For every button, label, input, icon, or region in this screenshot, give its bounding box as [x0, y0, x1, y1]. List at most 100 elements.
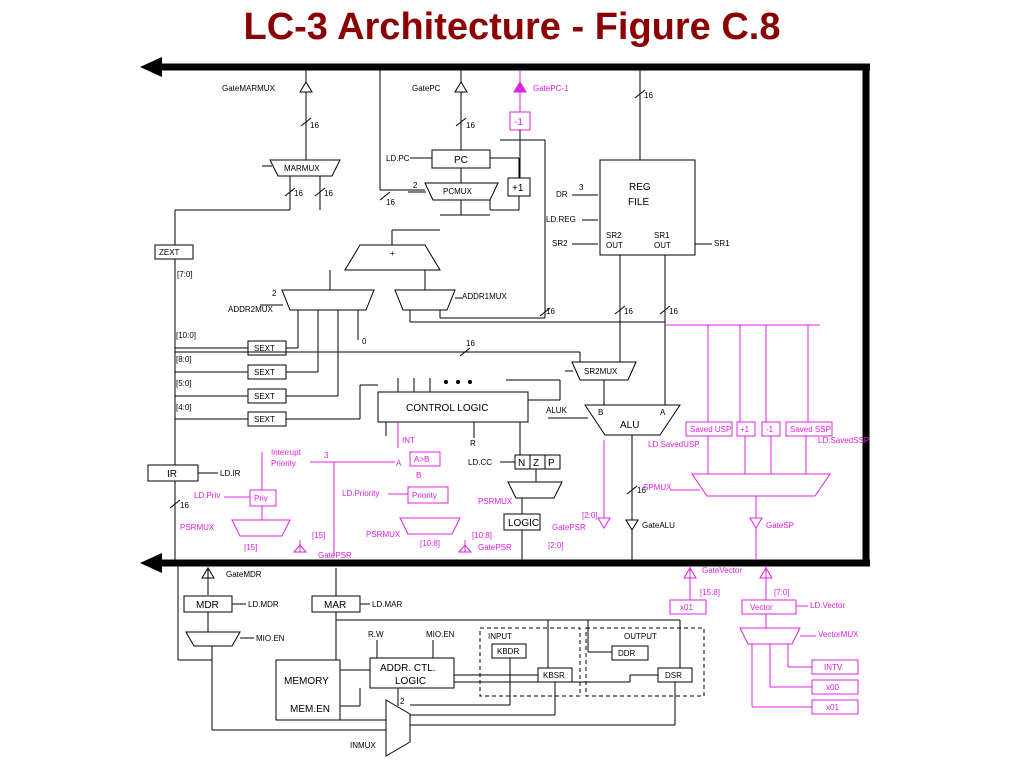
control-logic: CONTROL LOGIC — [377, 378, 561, 436]
vector-mux — [739, 627, 801, 645]
svg-text:-1: -1 — [766, 425, 774, 434]
svg-text:GateMDR: GateMDR — [226, 570, 262, 579]
pc-register: LD.PC PC +1 — [386, 149, 531, 197]
sext-units: ZEXT [7:0] [10:0] SEXT [8:0] SEXT [5:0] … — [154, 244, 580, 520]
vector-box — [741, 599, 797, 615]
svg-text:16: 16 — [180, 501, 189, 510]
svg-text:LD.Priv: LD.Priv — [194, 491, 220, 500]
svg-text:MARMUX: MARMUX — [284, 164, 320, 173]
priority-box — [407, 486, 449, 504]
gate-pc-1-label: GatePC-1 — [533, 84, 569, 93]
addr1mux: ADDR1MUX 16 — [394, 139, 665, 323]
svg-text:ADDR2MUX: ADDR2MUX — [228, 305, 274, 314]
svg-text:Saved USP: Saved USP — [690, 425, 731, 434]
svg-text:MEM.EN: MEM.EN — [290, 704, 330, 715]
svg-text:0: 0 — [362, 337, 367, 346]
svg-text:MIO.EN: MIO.EN — [256, 634, 285, 643]
svg-text:SEXT: SEXT — [254, 368, 275, 377]
saved-ssp-box — [785, 421, 833, 437]
svg-text:VectorMUX: VectorMUX — [818, 630, 859, 639]
svg-text:SR1: SR1 — [654, 231, 670, 240]
svg-text:SR1: SR1 — [714, 239, 730, 248]
svg-text:[15]: [15] — [312, 531, 325, 540]
svg-text:16: 16 — [644, 91, 653, 100]
svg-text:P: P — [548, 458, 555, 469]
svg-text:ALU: ALU — [620, 420, 639, 431]
priv-box — [249, 489, 277, 507]
svg-text:N: N — [518, 458, 525, 469]
svg-text:PSRMUX: PSRMUX — [180, 523, 215, 532]
svg-text:16: 16 — [466, 339, 475, 348]
gate-pc: GatePC 16 — [412, 70, 475, 150]
svg-text:ADDR. CTL.: ADDR. CTL. — [380, 663, 436, 674]
svg-text:[7:0]: [7:0] — [774, 588, 790, 597]
svg-text:LOGIC: LOGIC — [508, 518, 539, 529]
svg-text:GateVector: GateVector — [702, 566, 742, 575]
svg-text:[10:0]: [10:0] — [176, 331, 196, 340]
svg-text:[2:0]: [2:0] — [582, 511, 598, 520]
svg-text:OUTPUT: OUTPUT — [624, 632, 657, 641]
svg-text:Saved SSP: Saved SSP — [790, 425, 831, 434]
svg-text:LD.MAR: LD.MAR — [372, 600, 402, 609]
svg-text:SR2MUX: SR2MUX — [584, 367, 618, 376]
gate-marmux: GateMARMUX 16 — [222, 70, 319, 160]
svg-text:A: A — [396, 459, 402, 468]
svg-text:GateSP: GateSP — [766, 521, 794, 530]
saved-usp-box — [685, 421, 733, 437]
svg-text:SR2: SR2 — [552, 239, 568, 248]
reg-file-input: 16 — [634, 70, 653, 160]
svg-text:[15:8]: [15:8] — [700, 588, 720, 597]
psrmux-left — [231, 519, 291, 537]
svg-text:SR2: SR2 — [606, 231, 622, 240]
pcmux: PCMUX 2 16 — [379, 181, 520, 216]
svg-text:ALUK: ALUK — [546, 406, 568, 415]
bus-arrow-bottom — [140, 553, 162, 573]
mdr-mux — [185, 631, 241, 647]
svg-text:OUT: OUT — [606, 241, 623, 250]
svg-text:CONTROL LOGIC: CONTROL LOGIC — [406, 403, 488, 414]
svg-text:MAR: MAR — [324, 600, 346, 611]
svg-text:16: 16 — [624, 307, 633, 316]
svg-text:LD.Priority: LD.Priority — [342, 489, 379, 498]
svg-text:ADDR1MUX: ADDR1MUX — [462, 292, 508, 301]
svg-text:x00: x00 — [826, 683, 839, 692]
svg-text:SEXT: SEXT — [254, 415, 275, 424]
svg-text:+1: +1 — [740, 425, 750, 434]
svg-text:16: 16 — [310, 121, 319, 130]
svg-text:OUT: OUT — [654, 241, 671, 250]
svg-text:[5:0]: [5:0] — [176, 379, 192, 388]
svg-text:B: B — [416, 471, 421, 480]
svg-text:GatePSR: GatePSR — [552, 523, 586, 532]
zext-box — [154, 244, 194, 260]
svg-text:x01: x01 — [826, 703, 839, 712]
svg-text:GateALU: GateALU — [642, 521, 675, 530]
svg-text:[10:8]: [10:8] — [420, 539, 440, 548]
io-devices: INPUT OUTPUT KBDR KBSR DDR DSR — [410, 619, 705, 726]
memory-section: GateMDR MDR LD.MDR MAR LD.MAR MIO.EN MEM… — [177, 560, 470, 757]
svg-text:[7:0]: [7:0] — [177, 270, 193, 279]
ddr-box — [611, 645, 649, 661]
inmux — [385, 699, 411, 757]
svg-text:A: A — [660, 408, 666, 417]
svg-text:INMUX: INMUX — [350, 741, 376, 750]
svg-text:DR: DR — [556, 190, 568, 199]
svg-text:A>B: A>B — [414, 455, 429, 464]
svg-text:[15]: [15] — [244, 543, 257, 552]
svg-text:FILE: FILE — [628, 197, 649, 208]
addr-ctl-logic-box — [369, 657, 455, 689]
svg-text:REG: REG — [629, 182, 651, 193]
svg-text:B: B — [598, 408, 603, 417]
marmux: MARMUX 16 16 — [174, 159, 341, 245]
svg-text:16: 16 — [466, 121, 475, 130]
svg-text:INTV: INTV — [824, 663, 843, 672]
svg-text:LD.SavedSSP: LD.SavedSSP — [818, 436, 869, 445]
svg-text:2: 2 — [413, 181, 418, 190]
svg-text:GatePSR: GatePSR — [478, 543, 512, 552]
interrupt-priority-block: Interrupt Priority 3 Priv LD.Priv PSRMUX… — [180, 422, 512, 560]
reg-file: REG FILE DR 3 LD.REG SR2 SR2 OUT SR1 OUT… — [546, 159, 730, 405]
svg-text:Priority: Priority — [412, 491, 437, 500]
system-bus — [140, 57, 870, 573]
svg-text:Vector: Vector — [750, 603, 773, 612]
svg-text:MIO.EN: MIO.EN — [426, 630, 455, 639]
